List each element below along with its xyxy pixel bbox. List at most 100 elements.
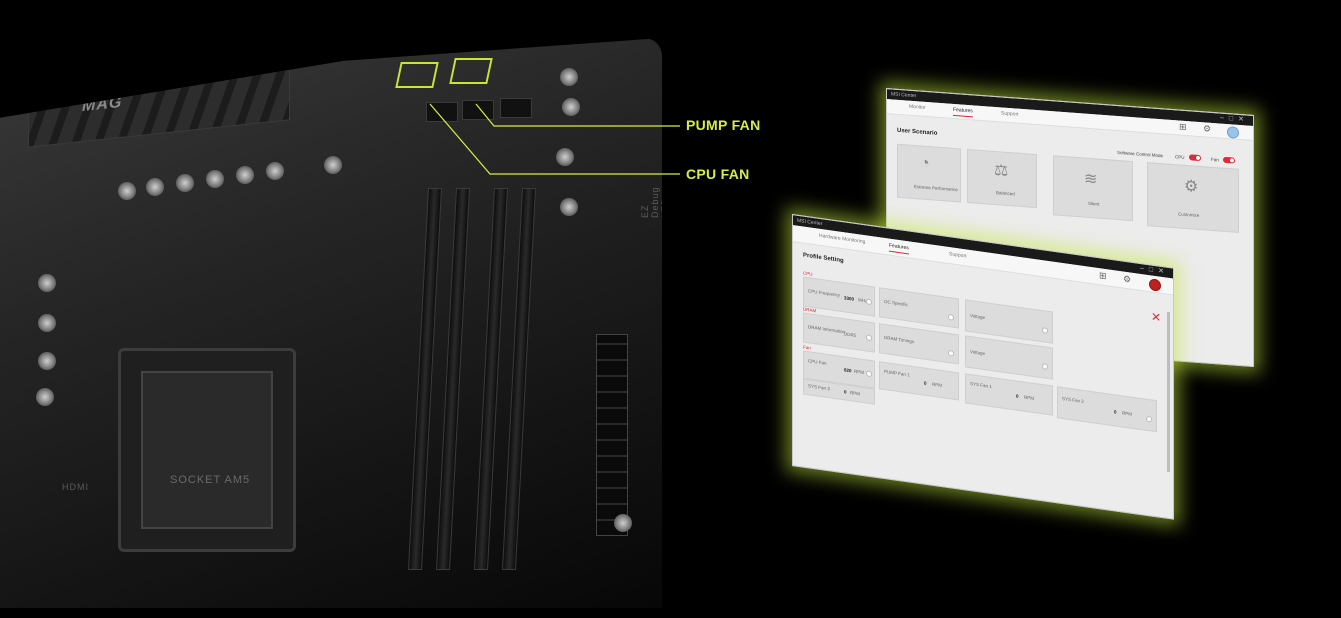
fan-header	[500, 98, 532, 118]
gear-icon: ⚙	[1184, 177, 1199, 196]
pump-fan-1-tile[interactable]: PUMP Fan 1 0 RPM	[879, 361, 959, 401]
section-title: Profile Setting	[803, 252, 844, 265]
hdmi-label: HDMI	[62, 482, 89, 492]
speedometer-icon: ◔	[920, 154, 930, 173]
tile-value: 3300	[844, 295, 855, 302]
tile-label: CPU Frequency	[808, 288, 841, 298]
tile-extra: DDR5	[844, 331, 857, 339]
cpu-socket	[118, 348, 296, 552]
msi-center-front-window: MSI Center –□✕ Hardware Monitoring Featu…	[792, 214, 1174, 520]
tile-label: SYS Fan 1	[970, 381, 992, 390]
fan-header	[426, 102, 458, 122]
oc-specific-tile[interactable]: OC Specific	[879, 287, 959, 329]
dimm-slot	[501, 188, 537, 570]
dimm-slot	[435, 188, 471, 570]
tile-value: 0	[1114, 409, 1117, 415]
capacitor	[266, 162, 284, 180]
tile-value: 0	[924, 380, 927, 386]
fan-toggle[interactable]	[1223, 156, 1235, 164]
tile-value: 0	[844, 389, 847, 395]
capacitor	[146, 178, 164, 196]
tile-label: PUMP Fan 1	[884, 368, 910, 378]
capacitor	[236, 166, 254, 184]
pump-fan-header	[449, 58, 493, 84]
capacitor	[560, 68, 578, 86]
tab-features[interactable]: Features	[953, 106, 973, 118]
scenario-tile-extreme[interactable]: ◔ Extreme Performance	[897, 143, 961, 203]
capacitor	[324, 156, 342, 174]
gear-icon[interactable]: ⚙	[1203, 123, 1212, 134]
tile-label: DRAM Timings	[884, 334, 915, 345]
expand-icon[interactable]	[866, 370, 872, 378]
expand-icon[interactable]	[866, 298, 872, 306]
tile-label: Voltage	[970, 349, 986, 357]
tile-label: Customize	[1178, 211, 1200, 219]
expand-icon[interactable]	[1042, 363, 1048, 370]
expand-icon[interactable]	[948, 313, 954, 321]
tile-label: Balanced	[996, 190, 1015, 197]
capacitor	[38, 274, 56, 292]
socket-cover	[141, 371, 273, 529]
tab-support[interactable]: Support	[1001, 110, 1019, 118]
expand-icon[interactable]	[1146, 415, 1152, 423]
tile-value: 820	[844, 367, 852, 374]
close-icon[interactable]: ✕	[1151, 309, 1162, 325]
tile-unit: RPM	[932, 381, 942, 389]
cpu-toggle[interactable]	[1189, 154, 1201, 162]
tile-label: Voltage	[970, 313, 986, 321]
gear-icon[interactable]: ⚙	[1123, 273, 1132, 285]
tile-unit: RPM	[1024, 394, 1034, 402]
motherboard-image: MAG SOCKET AM5 EZ Debug LED HDMI	[0, 38, 662, 608]
tile-label: OC Specific	[884, 298, 908, 308]
capacitor	[206, 170, 224, 188]
scenario-tile-silent[interactable]: ≋ Silent	[1053, 155, 1133, 222]
avatar[interactable]	[1227, 126, 1239, 139]
dimm-slot	[407, 188, 443, 570]
socket-label: SOCKET AM5	[170, 474, 251, 486]
capacitor	[562, 98, 580, 116]
fan-toggle-label: Fan	[1211, 156, 1219, 163]
tab-monitor[interactable]: Monitor	[909, 103, 926, 111]
capacitor	[38, 314, 56, 332]
cpu-fan-header	[395, 62, 439, 88]
dram-timings-tile[interactable]: DRAM Timings	[879, 323, 959, 365]
expand-icon[interactable]	[948, 349, 954, 357]
sys-fan-2-tile[interactable]: SYS Fan 2 0 RPM	[1057, 386, 1157, 433]
capacitor	[118, 182, 136, 200]
atx-power-connector	[596, 334, 628, 536]
vrm-heatsink	[28, 66, 290, 148]
capacitor	[614, 514, 632, 532]
sys-fan-1-tile[interactable]: SYS Fan 1 0 RPM	[965, 373, 1053, 416]
grid-icon[interactable]: ⊞	[1179, 121, 1187, 133]
tab-support[interactable]: Support	[949, 251, 967, 260]
avatar[interactable]	[1149, 278, 1161, 292]
expand-icon[interactable]	[1042, 327, 1048, 334]
scenario-tile-customize[interactable]: ⚙ Customize	[1147, 162, 1239, 233]
pump-fan-callout: PUMP FAN	[686, 117, 761, 133]
capacitor	[36, 388, 54, 406]
scrollbar[interactable]	[1167, 311, 1170, 473]
capacitor	[176, 174, 194, 192]
scenario-tile-balanced[interactable]: ⚖ Balanced	[967, 148, 1037, 209]
tile-value: 0	[1016, 393, 1019, 399]
tile-label: SYS Fan 3	[808, 383, 830, 392]
tab-features[interactable]: Features	[889, 242, 909, 255]
ez-debug-label: EZ Debug LED	[640, 186, 670, 218]
balance-scale-icon: ⚖	[994, 161, 1009, 180]
tile-unit: RPM	[850, 390, 860, 397]
tile-label: DRAM Information	[808, 324, 846, 335]
cpu-fan-callout: CPU FAN	[686, 166, 750, 182]
window-title: MSI Center	[891, 91, 917, 100]
cpu-toggle-label: CPU	[1175, 154, 1185, 160]
tab-hardware-monitoring[interactable]: Hardware Monitoring	[819, 232, 866, 246]
tile-label: SYS Fan 2	[1062, 395, 1084, 405]
tile-label: Silent	[1088, 200, 1100, 207]
expand-icon[interactable]	[866, 334, 872, 342]
dram-information-tile[interactable]: DRAM Information DDR5	[803, 312, 875, 353]
tile-label: CPU Fan	[808, 358, 827, 366]
grid-icon[interactable]: ⊞	[1099, 270, 1107, 282]
dimm-slot	[473, 188, 509, 570]
tile-unit: RPM	[854, 368, 864, 376]
fan-header	[462, 100, 494, 120]
tile-unit: RPM	[1122, 410, 1132, 417]
